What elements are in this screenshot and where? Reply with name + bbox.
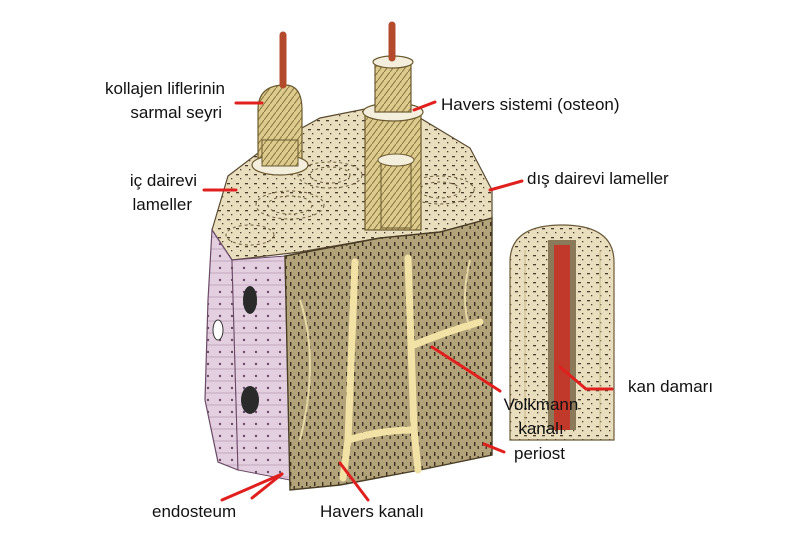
label-blood-vessel: kan damarı (628, 377, 714, 396)
label-inner-lamellae-line1: iç dairevi (129, 171, 197, 190)
label-volkmann-line2: kanalı (518, 419, 564, 438)
label-haversian-system: Havers sistemi (osteon) (441, 95, 620, 114)
label-haversian-canal: Havers kanalı (320, 502, 424, 521)
label-inner-lamellae-line2: lameller (132, 195, 192, 214)
label-outer-lamellae: dış dairevi lameller (527, 169, 669, 188)
label-volkmann-line1: Volkmann (503, 395, 579, 414)
label-collagen-line1: kollajen liflerinin (104, 79, 225, 98)
leader-lines (202, 100, 614, 502)
label-collagen-line2: sarmal seyri (130, 103, 222, 122)
bone-cut-section (284, 217, 493, 491)
label-periosteum: periost (514, 444, 566, 463)
label-endosteum: endosteum (152, 502, 237, 521)
canals (339, 254, 484, 482)
vessel-inset (509, 224, 615, 441)
